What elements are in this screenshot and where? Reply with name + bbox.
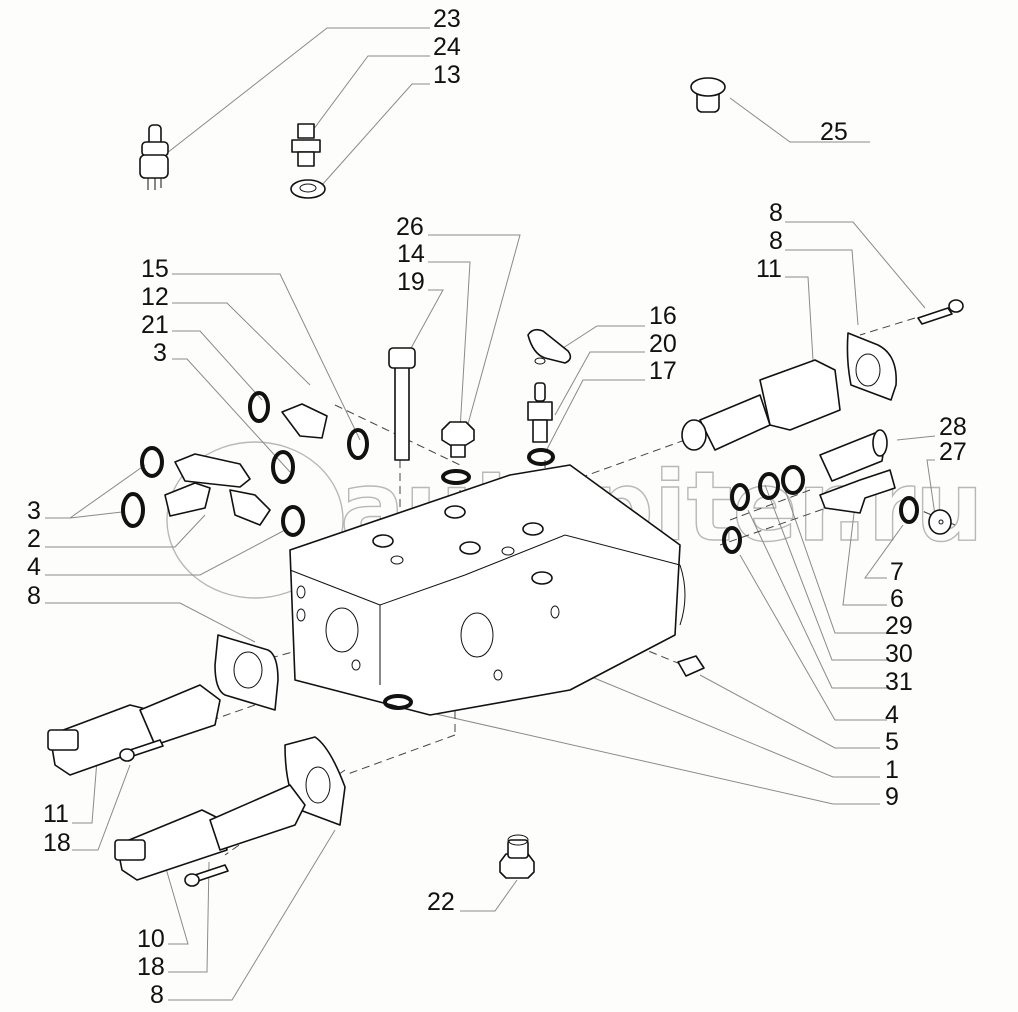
callout-4-right: 4 xyxy=(885,701,899,729)
callout-24: 24 xyxy=(433,33,461,61)
o-ring-part xyxy=(281,505,305,537)
o-ring-part xyxy=(121,492,145,528)
callout-26: 26 xyxy=(396,213,424,241)
o-ring-part xyxy=(441,469,471,485)
o-ring-part xyxy=(271,450,295,484)
tee-connector-part xyxy=(819,469,896,514)
callout-11-right: 11 xyxy=(756,255,782,283)
callout-19: 19 xyxy=(397,268,425,296)
valve-body-part xyxy=(289,464,686,716)
callout-8-left: 8 xyxy=(27,582,41,610)
flange-gasket-part xyxy=(846,332,897,401)
cap-screw-part xyxy=(917,299,964,325)
callout-29: 29 xyxy=(885,612,913,640)
cap-screw-part xyxy=(119,739,164,762)
callout-10: 10 xyxy=(137,925,165,953)
callout-17: 17 xyxy=(649,357,677,385)
callout-3-left: 3 xyxy=(27,497,41,525)
callout-7: 7 xyxy=(890,558,904,586)
tee-fitting-part xyxy=(164,453,271,526)
callout-18-left: 18 xyxy=(43,829,71,857)
solenoid-valve-lower-part xyxy=(114,784,306,881)
o-ring-part xyxy=(899,496,919,524)
o-ring-part xyxy=(140,446,164,478)
callout-13: 13 xyxy=(433,61,461,89)
callout-14: 14 xyxy=(397,240,425,268)
slotted-plug-part xyxy=(291,123,321,167)
solenoid-valve-left-part xyxy=(47,684,221,776)
callout-23: 23 xyxy=(433,5,461,33)
hex-plug-part xyxy=(441,421,475,458)
callout-9: 9 xyxy=(885,783,899,811)
sealing-washer-part xyxy=(290,179,326,199)
o-ring-part xyxy=(781,465,805,495)
callout-15: 15 xyxy=(141,255,169,283)
callout-8-right-a: 8 xyxy=(769,199,783,227)
check-valve-part xyxy=(819,429,888,482)
callout-25: 25 xyxy=(820,118,848,146)
callout-6: 6 xyxy=(890,585,904,613)
callout-2: 2 xyxy=(27,525,41,553)
grub-screw-part xyxy=(677,655,705,677)
callout-8-right-b: 8 xyxy=(769,227,783,255)
o-ring-part xyxy=(730,483,750,511)
callout-4-left: 4 xyxy=(27,553,41,581)
leader-lines xyxy=(45,27,936,1001)
callout-3-top: 3 xyxy=(153,339,167,367)
bottom-plug-part xyxy=(499,834,535,879)
cap-screw-part xyxy=(184,864,229,887)
callout-18-bottom: 18 xyxy=(137,953,165,981)
callout-31: 31 xyxy=(885,668,913,696)
callout-8-bottom: 8 xyxy=(150,981,164,1009)
o-ring-part xyxy=(758,472,780,500)
flange-gasket-part xyxy=(214,634,279,711)
o-ring-part xyxy=(347,428,369,460)
callout-22: 22 xyxy=(427,888,455,916)
callout-labels: 23 24 13 25 26 14 19 15 12 21 3 3 2 4 8 … xyxy=(27,5,967,1009)
o-ring-part xyxy=(248,391,270,423)
callout-27: 27 xyxy=(939,438,967,466)
callout-1: 1 xyxy=(885,756,899,784)
sensor-part xyxy=(527,382,553,443)
callout-30: 30 xyxy=(885,640,913,668)
clip-part xyxy=(527,328,572,365)
callout-28: 28 xyxy=(939,413,967,441)
pressure-switch-part xyxy=(139,124,169,190)
solenoid-valve-right-part xyxy=(681,359,841,451)
long-bolt-part xyxy=(388,347,416,461)
o-ring-part xyxy=(383,694,413,710)
callout-20: 20 xyxy=(649,330,677,358)
callout-11-left: 11 xyxy=(43,800,69,828)
callout-16: 16 xyxy=(649,302,677,330)
watermark-logo-icon xyxy=(166,441,344,599)
o-ring-part xyxy=(722,526,742,554)
union-fitting-part xyxy=(281,403,328,439)
o-ring-part xyxy=(527,448,555,466)
hex-nut-part xyxy=(928,509,952,535)
cap-plug-part xyxy=(690,77,726,113)
callout-12: 12 xyxy=(141,283,169,311)
callout-21: 21 xyxy=(141,311,169,339)
callout-5: 5 xyxy=(885,728,899,756)
